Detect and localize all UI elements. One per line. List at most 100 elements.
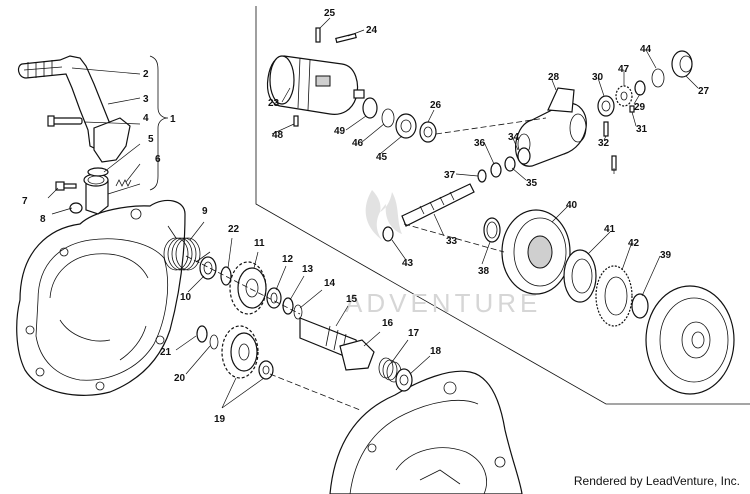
callout-17: 17 — [408, 328, 420, 339]
circlip-13 — [293, 304, 303, 320]
callout-37: 37 — [444, 170, 456, 181]
o-ring-48 — [362, 97, 378, 119]
cap-26 — [671, 50, 693, 78]
callout-22: 22 — [228, 224, 240, 235]
ratchet-15 — [339, 339, 375, 371]
starter-gear-39 — [501, 209, 571, 295]
callout-10: 10 — [180, 292, 192, 303]
callout-16: 16 — [382, 318, 394, 329]
watermark-text: ADVENTURE — [345, 288, 541, 318]
crankcase-half — [329, 370, 523, 494]
callout-19: 19 — [214, 414, 226, 425]
washer-34 — [504, 156, 516, 172]
o-ring-small — [87, 167, 109, 177]
callout-3: 3 — [143, 94, 149, 105]
circlip-43 — [651, 68, 665, 88]
callout-46: 46 — [352, 138, 364, 149]
callout-2: 2 — [143, 69, 149, 80]
callout-20: 20 — [174, 373, 186, 384]
washer-7 — [69, 202, 83, 214]
bolt-6 — [55, 181, 77, 191]
assembly-line-a — [435, 117, 547, 135]
callout-numbers: 1 2 3 4 5 6 7 8 9 10 11 12 13 14 15 16 1… — [22, 8, 710, 425]
idle-shaft-32 — [401, 183, 475, 227]
small-spring — [115, 179, 132, 187]
callout-43: 43 — [402, 258, 414, 269]
gear-46 — [615, 85, 633, 107]
callout-9: 9 — [202, 206, 208, 217]
washer-21 — [220, 266, 232, 286]
bearing-44 — [395, 113, 417, 139]
callout-8: 8 — [40, 214, 46, 225]
callout-39: 39 — [660, 250, 672, 261]
bolt-31 — [603, 121, 609, 137]
oring-37 — [483, 217, 501, 243]
assembly-line-b — [185, 255, 301, 315]
bushing-42 — [382, 226, 394, 242]
washer-35 — [490, 162, 502, 178]
washer-28 — [634, 80, 646, 96]
callout-38: 38 — [478, 266, 490, 277]
callout-14: 14 — [324, 278, 336, 289]
crankcase-cover — [16, 199, 186, 396]
washer-12 — [282, 297, 294, 315]
kick-lever-bolt — [47, 115, 83, 127]
circlip-19 — [209, 334, 219, 350]
bushing-18 — [258, 360, 274, 380]
callout-45: 45 — [376, 152, 388, 163]
callout-49: 49 — [334, 126, 346, 137]
washer-36 — [477, 169, 487, 183]
callout-26: 26 — [430, 100, 442, 111]
render-credit: Rendered by LeadVenture, Inc. — [573, 474, 740, 488]
screw-47 — [293, 115, 299, 127]
callout-36: 36 — [474, 138, 486, 149]
callout-6: 6 — [155, 154, 161, 165]
bearing-29 — [597, 95, 615, 117]
callout-33: 33 — [446, 236, 458, 247]
starter-motor — [266, 55, 365, 115]
kick-gear — [229, 261, 267, 315]
callout-41: 41 — [604, 224, 616, 235]
starter-clutch-housing — [515, 87, 587, 167]
collar-9 — [199, 256, 217, 280]
flywheel — [645, 285, 735, 395]
callout-30: 30 — [592, 72, 604, 83]
callout-32: 32 — [598, 138, 610, 149]
washer-33 — [517, 147, 531, 165]
torsion-spring — [163, 225, 211, 271]
kick-lever — [17, 55, 131, 163]
watermark: ADVENTURE — [345, 190, 541, 318]
circlip-45 — [381, 108, 395, 128]
one-way-clutch-41 — [595, 265, 633, 327]
callout-27: 27 — [698, 86, 710, 97]
callout-47: 47 — [618, 64, 630, 75]
washer-20 — [196, 325, 208, 343]
callout-5: 5 — [148, 134, 154, 145]
washer-17 — [395, 368, 413, 392]
callout-1: 1 — [170, 114, 176, 125]
callout-40: 40 — [566, 200, 578, 211]
group-bracket — [149, 55, 169, 191]
callout-7: 7 — [22, 196, 28, 207]
callout-12: 12 — [282, 254, 294, 265]
callout-29: 29 — [634, 102, 646, 113]
callout-15: 15 — [346, 294, 358, 305]
bolt-49 — [611, 155, 617, 171]
assembly-line-d — [269, 373, 361, 411]
callout-13: 13 — [302, 264, 314, 275]
callout-35: 35 — [526, 178, 538, 189]
gear-25 — [419, 121, 437, 143]
leader-lines — [47, 17, 699, 409]
callout-18: 18 — [430, 346, 442, 357]
callout-31: 31 — [636, 124, 648, 135]
callout-34: 34 — [508, 132, 520, 143]
callout-48: 48 — [272, 130, 284, 141]
bolt-23 — [335, 32, 357, 44]
callout-11: 11 — [254, 238, 265, 249]
kick-shaft-boss — [83, 173, 109, 215]
callout-42: 42 — [628, 238, 640, 249]
callout-44: 44 — [640, 44, 652, 55]
idler-gear — [221, 325, 259, 379]
